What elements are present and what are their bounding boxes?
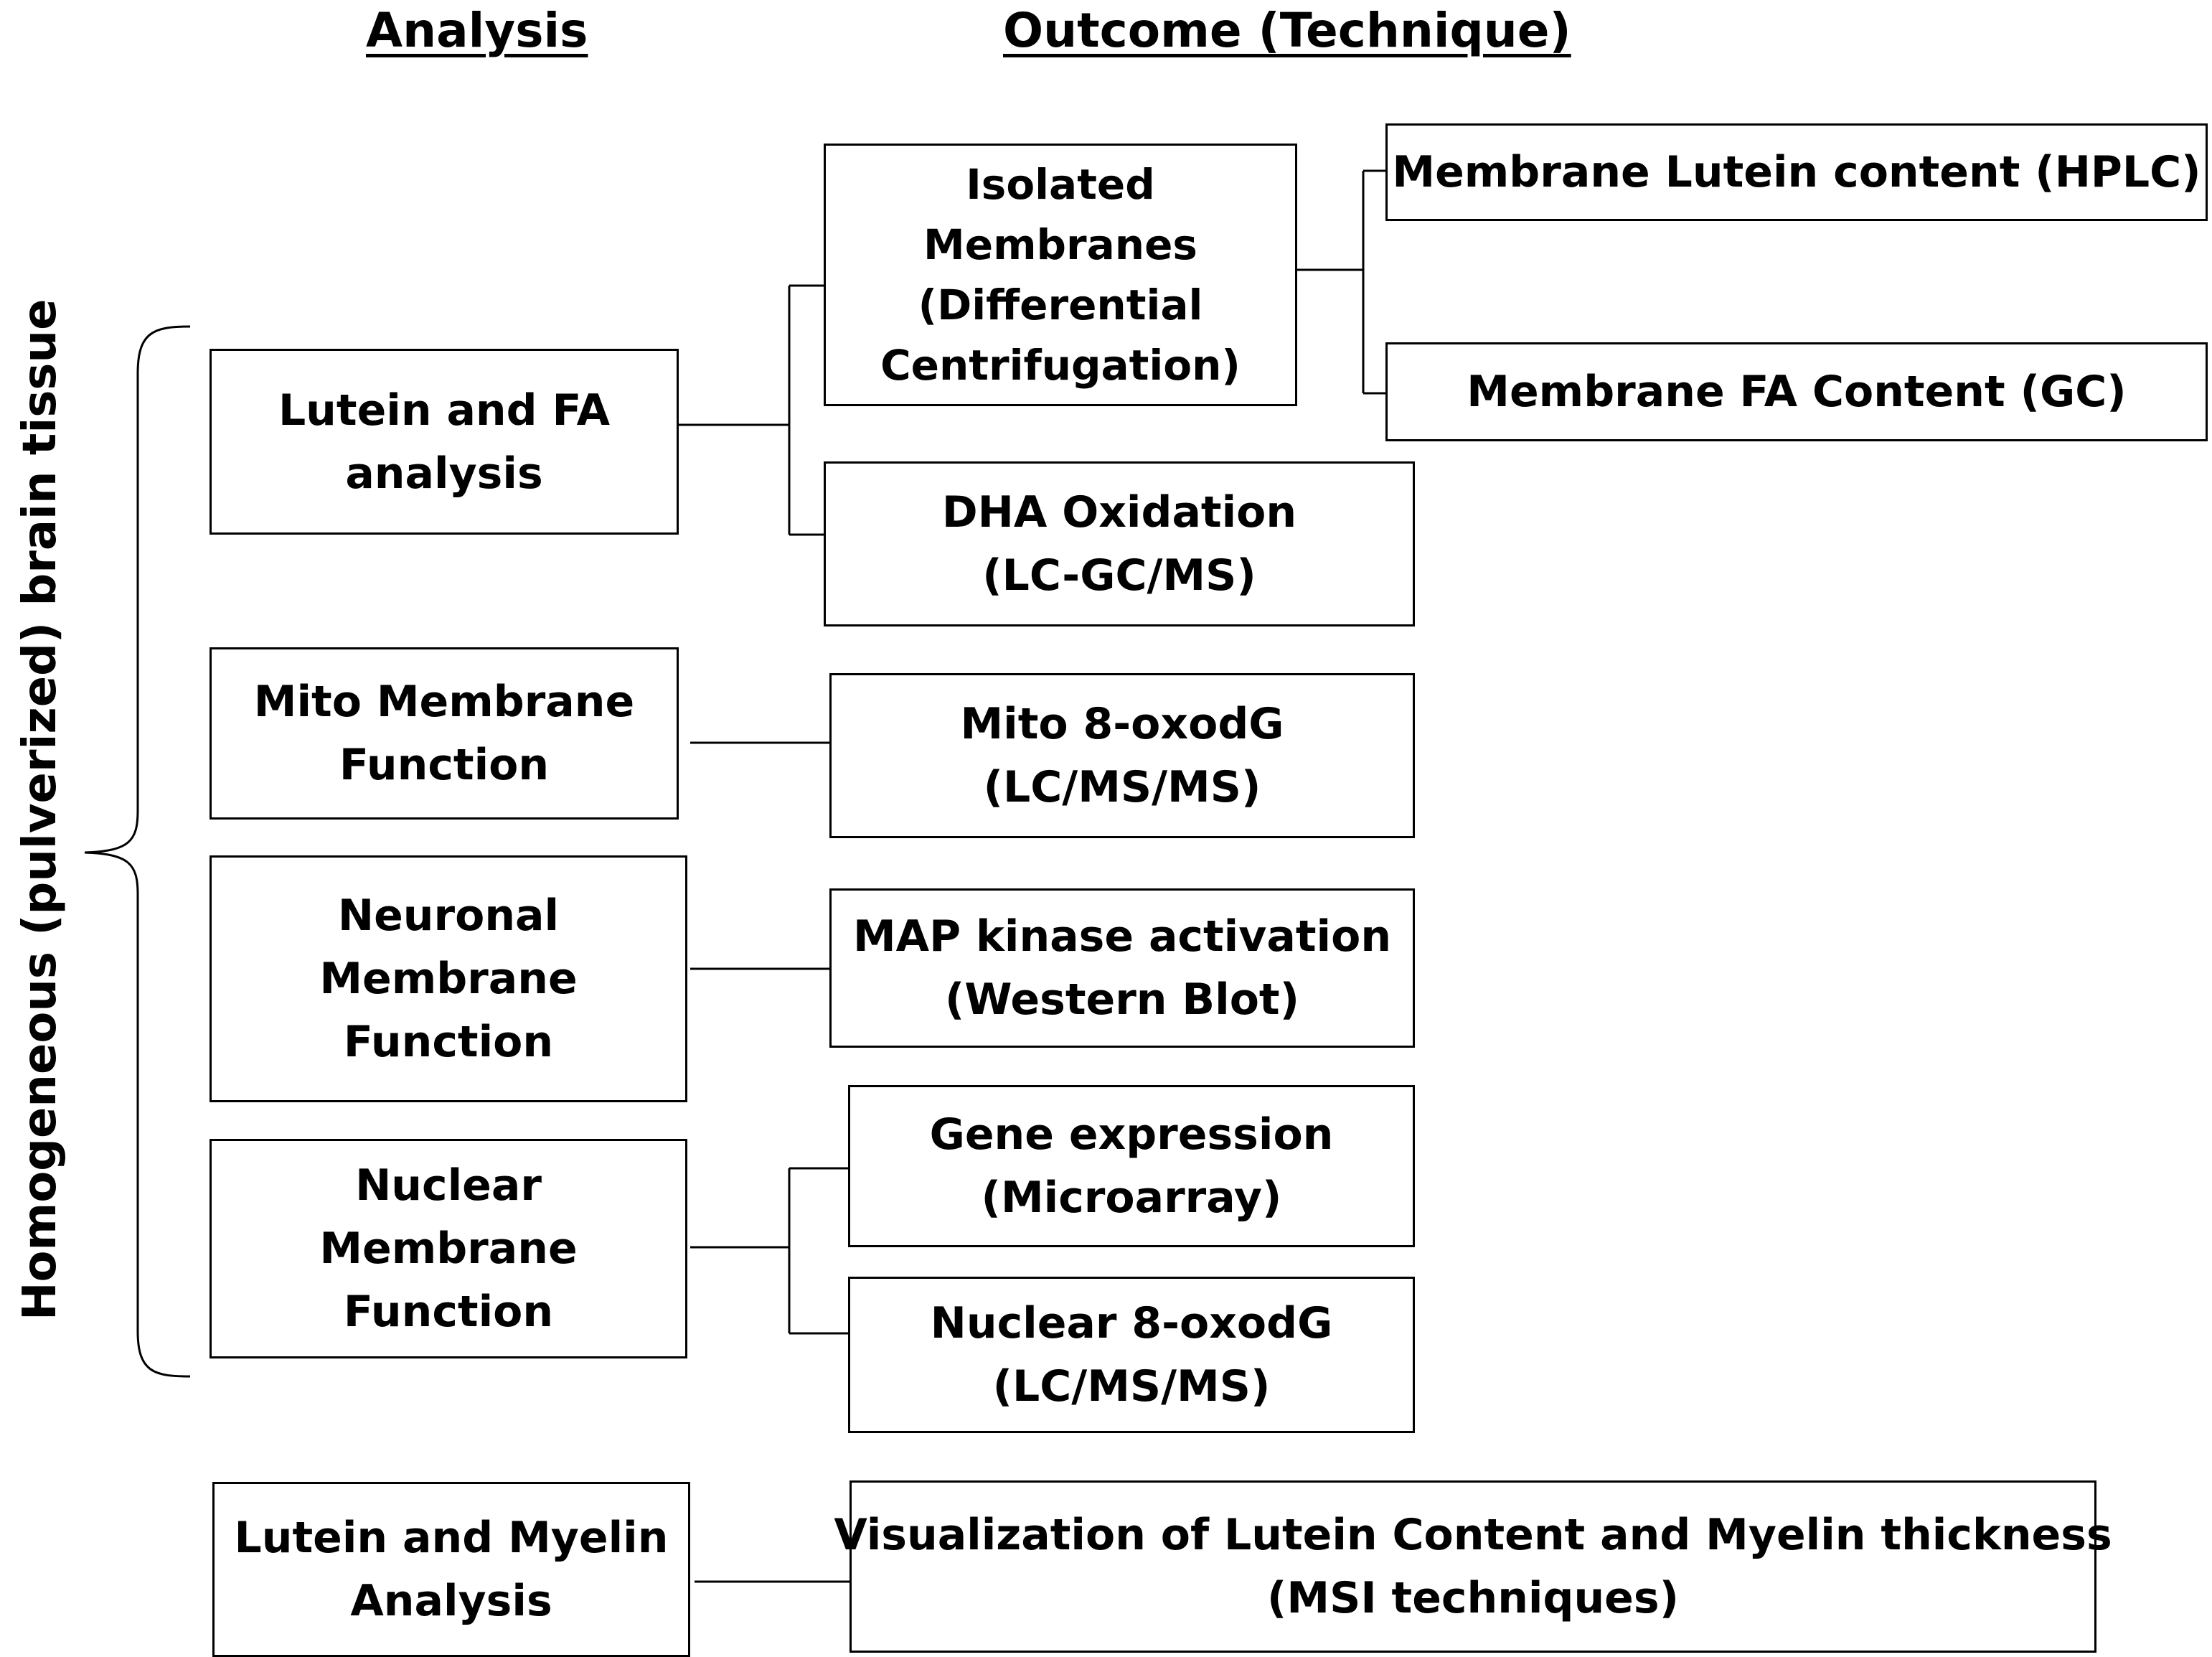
outcome-box-visualization: Visualization of Lutein Content and Myel… [834,1480,2112,1653]
box-line: Membrane [319,1224,578,1274]
box-line: MAP kinase activation [852,911,1392,962]
box-line: (LC-GC/MS) [982,550,1256,601]
box-line: Visualization of Lutein Content and Myel… [834,1510,2112,1560]
box-line: Function [343,1017,554,1067]
box-line: Lutein and Myelin [234,1513,669,1563]
box-line: DHA Oxidation [941,487,1297,538]
box-line: (Microarray) [981,1173,1282,1223]
box-line: Membrane Lutein content (HPLC) [1392,147,2201,197]
outcome-heading: Outcome (Technique) [1003,3,1571,58]
box-line: Nuclear 8-oxodG [930,1298,1333,1348]
box-line: Isolated [966,160,1155,209]
box-line: Mito Membrane [253,677,635,727]
box-line: Mito 8-oxodG [960,699,1284,749]
box-line: Function [343,1287,554,1337]
outcome-box-isolated-membranes: Isolated Membranes (Differential Centrif… [824,144,1297,406]
box-line: (MSI techniques) [1267,1573,1679,1623]
box-line: Membrane FA Content (GC) [1467,367,2127,417]
membrane-box-fa-gc: Membrane FA Content (GC) [1385,342,2208,441]
analysis-box-lutein-fa: Lutein and FA analysis [210,349,679,535]
outcome-box-gene-expression: Gene expression (Microarray) [848,1085,1415,1247]
outcome-box-map-kinase: MAP kinase activation (Western Blot) [829,888,1415,1048]
box-line: Centrifugation) [880,341,1241,390]
box-line: Neuronal [337,891,560,941]
box-line: (LC/MS/MS) [992,1361,1271,1412]
box-line: (Western Blot) [944,975,1300,1025]
box-line: (LC/MS/MS) [983,762,1261,812]
analysis-box-neuronal: Neuronal Membrane Function [210,855,687,1102]
outcome-box-mito-8oxodg: Mito 8-oxodG (LC/MS/MS) [829,673,1415,838]
box-line: (Differential [918,281,1203,329]
outcome-box-dha-oxidation: DHA Oxidation (LC-GC/MS) [824,461,1415,626]
box-line: Analysis [350,1576,552,1626]
outcome-box-nuclear-8oxodg: Nuclear 8-oxodG (LC/MS/MS) [848,1277,1415,1433]
box-line: Nuclear [355,1160,542,1211]
box-line: Membrane [319,954,578,1004]
analysis-box-nuclear: Nuclear Membrane Function [210,1139,687,1358]
box-line: Function [339,740,550,790]
box-line: Lutein and FA [278,385,611,436]
side-label: Homogeneous (pulverized) brain tissue [14,299,67,1321]
tissue-brace [84,325,191,1378]
box-line: analysis [345,448,543,499]
analysis-box-lutein-myelin: Lutein and Myelin Analysis [212,1482,690,1657]
box-line: Gene expression [929,1109,1334,1160]
analysis-box-mito: Mito Membrane Function [210,647,679,820]
box-line: Membranes [923,220,1197,269]
analysis-heading: Analysis [366,3,588,58]
membrane-box-lutein-hplc: Membrane Lutein content (HPLC) [1385,123,2208,221]
